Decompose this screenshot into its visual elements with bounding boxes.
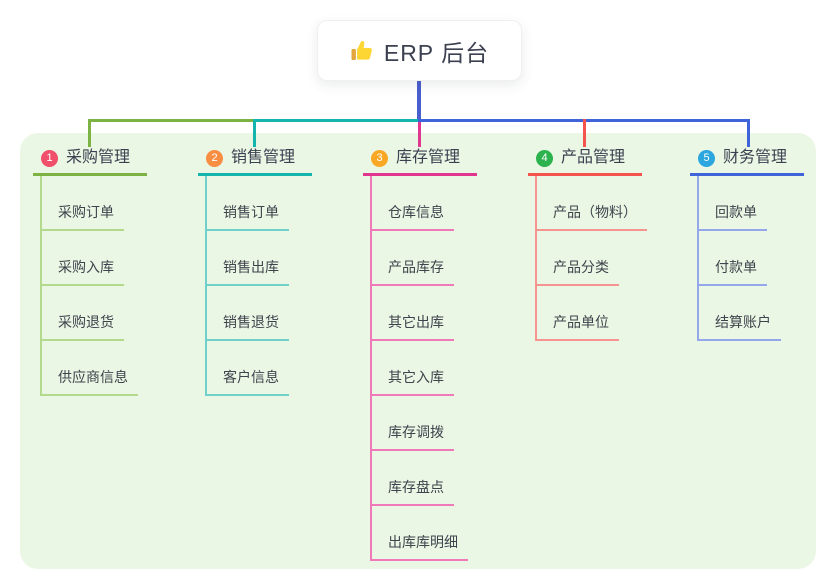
branch-number-badge: 1: [41, 149, 58, 167]
branch-children: 销售订单 销售出库 销售退货 客户信息: [205, 176, 368, 396]
child-node-label: 回款单: [699, 202, 767, 231]
child-node-label: 采购退货: [42, 312, 124, 341]
connector-root-vertical: [417, 80, 421, 122]
branch-product-management: 4 产品管理 产品（物料） 产品分类 产品单位: [528, 148, 698, 341]
branch-number-badge: 2: [206, 149, 223, 167]
root-node[interactable]: ERP 后台: [317, 20, 522, 81]
branch-title: 销售管理: [231, 149, 296, 166]
child-node-label: 其它入库: [372, 367, 454, 396]
child-node[interactable]: 产品库存: [372, 231, 533, 286]
child-node-label: 其它出库: [372, 312, 454, 341]
branch-inventory-management: 3 库存管理 仓库信息 产品库存 其它出库 其它入库 库存调拨 库存盘点 出库库…: [363, 148, 533, 561]
branch-children: 仓库信息 产品库存 其它出库 其它入库 库存调拨 库存盘点 出库库明细: [370, 176, 533, 561]
connector-drop-finance: [747, 119, 750, 147]
connector-drop-inventory: [418, 122, 421, 147]
child-node[interactable]: 付款单: [699, 231, 839, 286]
branch-children: 采购订单 采购入库 采购退货 供应商信息: [40, 176, 203, 396]
child-node-label: 产品单位: [537, 312, 619, 341]
child-node-label: 采购入库: [42, 257, 124, 286]
child-node[interactable]: 其它入库: [372, 341, 533, 396]
branch-title: 采购管理: [66, 149, 131, 166]
child-node-label: 仓库信息: [372, 202, 454, 231]
child-node[interactable]: 销售出库: [207, 231, 368, 286]
child-node[interactable]: 库存盘点: [372, 451, 533, 506]
child-node[interactable]: 回款单: [699, 176, 839, 231]
branch-number-badge: 4: [536, 149, 553, 167]
child-node[interactable]: 销售退货: [207, 286, 368, 341]
child-node-label: 库存盘点: [372, 477, 454, 506]
child-node[interactable]: 产品（物料）: [537, 176, 698, 231]
child-node-label: 库存调拨: [372, 422, 454, 451]
child-node[interactable]: 产品单位: [537, 286, 698, 341]
branch-title: 产品管理: [561, 149, 626, 166]
branch-children: 回款单 付款单 结算账户: [697, 176, 839, 341]
child-node-label: 产品分类: [537, 257, 619, 286]
child-node-label: 产品（物料）: [537, 202, 647, 231]
mindmap-panel: [20, 133, 816, 569]
child-node-label: 付款单: [699, 257, 767, 286]
child-node[interactable]: 采购订单: [42, 176, 203, 231]
branch-finance-management: 5 财务管理 回款单 付款单 结算账户: [690, 148, 839, 341]
branch-header-purchase[interactable]: 1 采购管理: [33, 148, 147, 176]
child-node[interactable]: 其它出库: [372, 286, 533, 341]
child-node-label: 销售退货: [207, 312, 289, 341]
child-node-label: 结算账户: [699, 312, 781, 341]
child-node[interactable]: 供应商信息: [42, 341, 203, 396]
child-node[interactable]: 产品分类: [537, 231, 698, 286]
child-node-label: 供应商信息: [42, 367, 138, 396]
child-node[interactable]: 结算账户: [699, 286, 839, 341]
branch-header-product[interactable]: 4 产品管理: [528, 148, 642, 176]
root-node-label: ERP 后台: [383, 39, 490, 66]
child-node-label: 销售出库: [207, 257, 289, 286]
thumbs-up-icon: [350, 39, 374, 63]
branch-sales-management: 2 销售管理 销售订单 销售出库 销售退货 客户信息: [198, 148, 368, 396]
connector-drop-sales: [253, 119, 256, 147]
branch-number-badge: 3: [371, 149, 388, 167]
branch-header-sales[interactable]: 2 销售管理: [198, 148, 312, 176]
connector-drop-product: [583, 119, 586, 147]
child-node[interactable]: 采购入库: [42, 231, 203, 286]
child-node-label: 出库库明细: [372, 532, 468, 561]
branch-title: 库存管理: [396, 149, 461, 166]
child-node-label: 产品库存: [372, 257, 454, 286]
child-node[interactable]: 客户信息: [207, 341, 368, 396]
child-node-label: 客户信息: [207, 367, 289, 396]
branch-purchase-management: 1 采购管理 采购订单 采购入库 采购退货 供应商信息: [33, 148, 203, 396]
child-node[interactable]: 仓库信息: [372, 176, 533, 231]
child-node[interactable]: 库存调拨: [372, 396, 533, 451]
child-node-label: 销售订单: [207, 202, 289, 231]
connector-horizontal-sales: [253, 119, 421, 122]
branch-title: 财务管理: [723, 149, 788, 166]
child-node-label: 采购订单: [42, 202, 124, 231]
child-node[interactable]: 销售订单: [207, 176, 368, 231]
connector-drop-purchase: [88, 119, 91, 147]
branch-header-finance[interactable]: 5 财务管理: [690, 148, 804, 176]
branch-number-badge: 5: [698, 149, 715, 167]
child-node[interactable]: 采购退货: [42, 286, 203, 341]
child-node[interactable]: 出库库明细: [372, 506, 533, 561]
branch-children: 产品（物料） 产品分类 产品单位: [535, 176, 698, 341]
branch-header-inventory[interactable]: 3 库存管理: [363, 148, 477, 176]
